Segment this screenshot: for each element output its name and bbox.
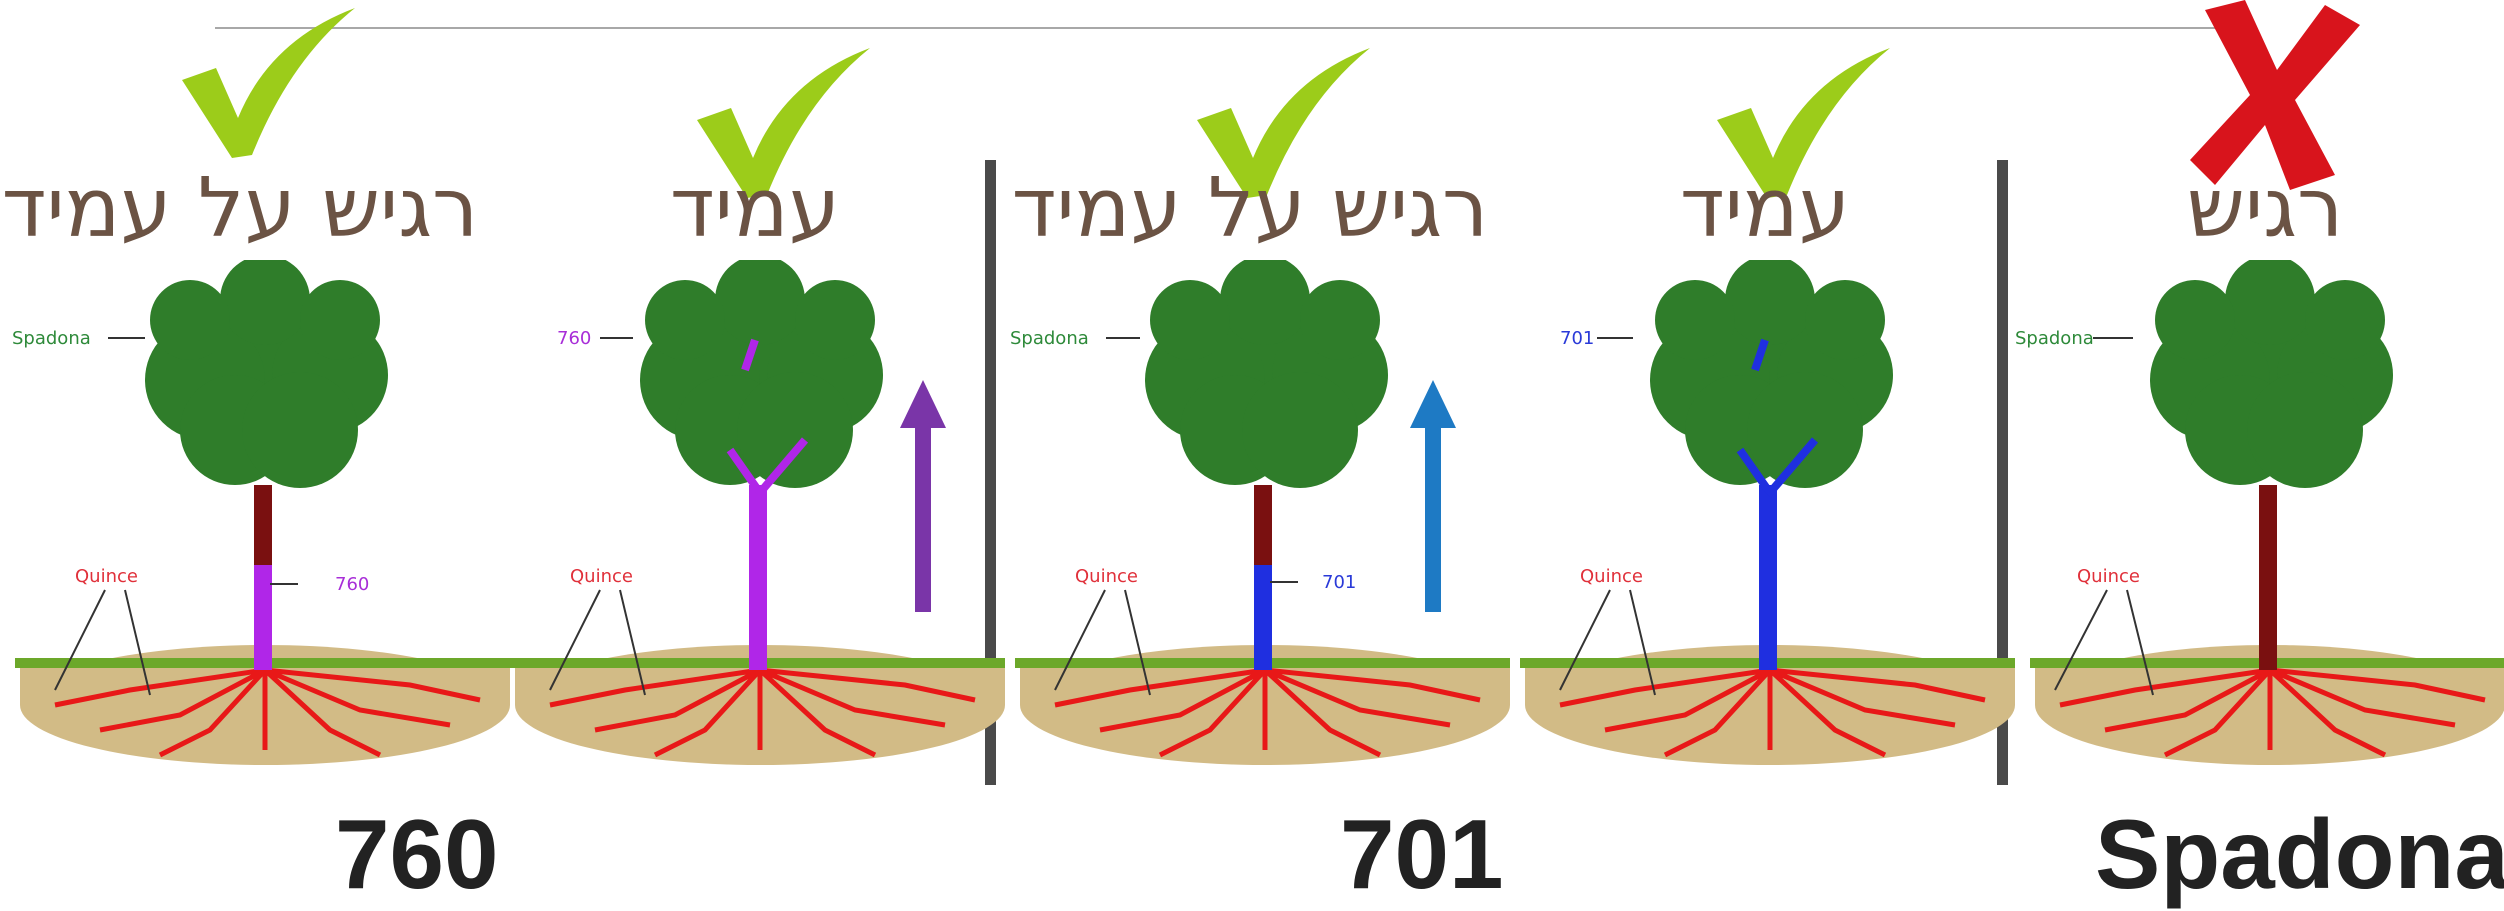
scion-label: Spadona bbox=[2015, 328, 2094, 349]
interstem-label: 760 bbox=[335, 574, 369, 595]
resistance-heading: רגיש bbox=[2015, 168, 2504, 250]
scion-label: Spadona bbox=[1010, 328, 1089, 349]
rootstock-label: Quince bbox=[1075, 566, 1138, 587]
check-icon bbox=[170, 0, 360, 160]
variety-label-701: 701 bbox=[1340, 805, 1504, 903]
tree-illustration: Spadona Quince 760 bbox=[10, 260, 510, 780]
panel-760: עמיד 760 Quince bbox=[505, 0, 1005, 800]
variety-label-760: 760 bbox=[335, 805, 499, 903]
panel-701: עמיד 701 Quince bbox=[1515, 0, 2015, 800]
panel-grafted-701: רגיש על עמיד Spadona Quince 701 bbox=[1010, 0, 1510, 800]
scion-label: 701 bbox=[1560, 328, 1594, 349]
up-arrow-icon bbox=[1410, 380, 1456, 612]
variety-label-spadona: Spadona bbox=[2095, 805, 2504, 903]
interstem-label: 701 bbox=[1322, 572, 1356, 593]
rootstock-label: Quince bbox=[2077, 566, 2140, 587]
panel-spadona: רגיש Spadona Quince bbox=[2015, 0, 2504, 800]
scion-label: 760 bbox=[557, 328, 591, 349]
rootstock-label: Quince bbox=[1580, 566, 1643, 587]
tree-illustration: Spadona Quince bbox=[2015, 260, 2504, 780]
rootstock-label: Quince bbox=[75, 566, 138, 587]
resistance-heading: עמיד bbox=[1515, 168, 2015, 250]
tree-illustration: 701 Quince bbox=[1515, 260, 2015, 780]
scion-label: Spadona bbox=[12, 328, 91, 349]
resistance-heading: רגיש על עמיד bbox=[1000, 168, 1500, 250]
resistance-heading: עמיד bbox=[505, 168, 1005, 250]
resistance-heading: רגיש על עמיד bbox=[0, 168, 490, 250]
rootstock-label: Quince bbox=[570, 566, 633, 587]
panel-grafted-760: רגיש על עמיד Spadona Quince 760 bbox=[10, 0, 510, 800]
up-arrow-icon bbox=[900, 380, 946, 612]
